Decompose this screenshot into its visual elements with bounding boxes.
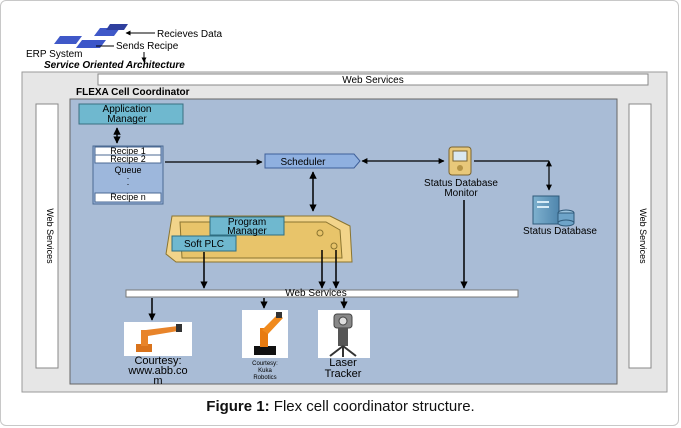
web-services-inner-label: Web Services [285,288,347,299]
queue-item-n [94,192,162,203]
queue-label: Queue [114,165,141,175]
database-icon [532,195,575,227]
web-services-right-bar [628,103,652,369]
abb-caption-1: Courtesy: [134,355,181,367]
monitor-line2: Monitor [444,188,478,199]
receives-data-label: Recieves Data [157,29,222,40]
web-services-left-bar [35,103,59,369]
kuka-caption-1: Courtesy: [252,361,278,367]
erp-system-label: ERP System [26,49,83,60]
queue-item-n-label: Recipe n [110,192,146,202]
monitor-line1: Status Database [424,178,498,189]
queue-ellipsis: · [127,173,130,183]
web-services-right-label: Web Services [638,208,648,264]
laser-tracker-icon [329,313,357,357]
monitor-icon [448,146,472,176]
queue-item-2 [94,154,162,164]
program-manager-box [209,216,285,236]
abb-robot-icon [136,324,182,352]
figure-caption-label: Figure 1: [206,398,270,415]
app-manager-line2: Manager [107,114,147,125]
web-services-inner-bar [125,289,519,298]
queue-item-1-label: Recipe 1 [110,146,146,156]
cell-title: FLEXA Cell Coordinator [76,87,190,98]
queue-ellipsis-2: · [127,179,130,189]
soft-plc-box [171,235,237,252]
database-label: Status Database [523,226,597,237]
erp-system-icons [54,24,128,48]
abb-caption-3: m [153,375,162,387]
sends-recipe-label: Sends Recipe [116,41,179,52]
scheduler-box [264,153,361,169]
kuka-caption-2: Kuka [258,368,272,374]
queue-item-2-label: Recipe 2 [110,154,146,164]
soft-plc-label: Soft PLC [184,239,224,250]
program-manager-line2: Manager [227,226,267,237]
web-services-top-bar [97,73,649,86]
figure-caption: Figure 1: Flex cell coordinator structur… [0,398,681,415]
program-manager-line1: Program [228,217,266,228]
soa-label: Service Oriented Architecture [44,60,185,71]
laser-caption-1: Laser [329,357,357,369]
abb-caption-2: www.abb.co [127,365,187,377]
laser-caption-2: Tracker [325,368,362,380]
app-manager-line1: Application [103,104,152,115]
scheduler-label: Scheduler [280,157,326,168]
kuka-robot-icon [254,312,283,355]
kuka-caption-3: Robotics [253,375,276,381]
application-manager-box [78,103,184,125]
figure-caption-text: Flex cell coordinator structure. [269,398,475,415]
web-services-top-label: Web Services [342,75,404,86]
web-services-left-label: Web Services [45,208,55,264]
